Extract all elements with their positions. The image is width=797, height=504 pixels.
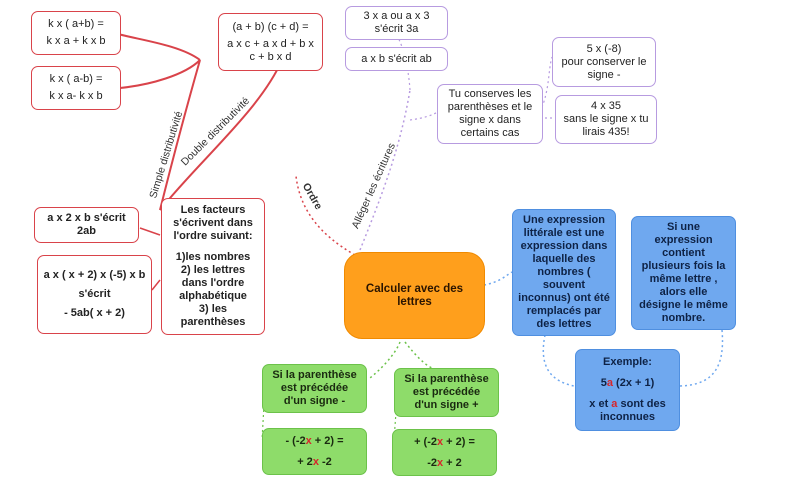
connector-simple-distributivite [159, 59, 201, 211]
connector-center-alleger [359, 89, 411, 251]
connector-double-distributivite [159, 59, 283, 211]
alleger-4x35-line1: 4 x 35 [591, 100, 621, 112]
simple-2-line1: k x ( a-b) = [49, 73, 103, 85]
exemple-moins-b: + 2) = [311, 434, 344, 447]
connector-simple-n2 [119, 59, 201, 89]
definition-1-text: Une expression littérale est une express… [518, 214, 610, 330]
alleger-parentheses[interactable]: Tu conserves les parenthèses et le signe… [437, 84, 543, 144]
alleger-4x35-line2: sans le signe x tu lirais 435! [563, 113, 649, 138]
connector-def-example-right [679, 329, 724, 387]
resultat-moins-x: x [312, 455, 319, 468]
connector-center-definition [483, 271, 513, 286]
alleger-5x-8-line1: 5 x (-8) [586, 42, 622, 55]
ordre-ex1-line1: a x 2 x b s'écrit [47, 212, 126, 224]
simple-2-line2: k x a- k x b [49, 90, 103, 102]
regle-parenthese-plus[interactable]: Si la parenthèse est précédée d'un signe… [394, 368, 499, 417]
alleger-3a[interactable]: 3 x a ou a x 3 s'écrit 3a [345, 6, 448, 40]
definition-2-text: Si une expression contient plusieurs foi… [639, 221, 728, 324]
alleger-parentheses-text: Tu conserves les parenthèses et le signe… [447, 88, 533, 139]
exemple-expr-post: (2x + 1) [612, 377, 655, 389]
connector-center-ordre [295, 175, 356, 256]
connector-alleger-n3 [409, 111, 439, 121]
resultat-moins-a: + 2 [297, 455, 313, 468]
regle-plus-text: Si la parenthèse est précédée d'un signe… [404, 373, 489, 411]
regle-parenthese-moins[interactable]: Si la parenthèse est précédée d'un signe… [262, 364, 367, 413]
exemple-moins-line2: + 2x -2 [297, 456, 332, 469]
exemple-moins-line1: - (-2x + 2) = [285, 435, 343, 448]
definition-exemple[interactable]: Exemple: 5a (2x + 1) x et a sont des inc… [575, 349, 680, 431]
central-topic-label: Calculer avec des lettres [365, 282, 464, 308]
exemple-expr-pre: 5 [600, 377, 607, 389]
definition-meme-lettre[interactable]: Si une expression contient plusieurs foi… [631, 216, 736, 330]
simple-1-line2: k x a + k x b [46, 35, 106, 47]
resultat-moins-b: -2 [318, 455, 332, 468]
alleger-3a-line2: s'écrit 3a [374, 23, 419, 35]
exemple-expr-var: a [606, 377, 613, 389]
connector-simple-n1 [117, 33, 201, 61]
alleger-5x-8-line2: pour conserver le signe - [561, 55, 647, 81]
exemple-plus-b: + 2) = [443, 435, 475, 448]
connector-ordre-ex2 [151, 279, 161, 291]
ordre-line3: 2) les lettres dans l'ordre alphabétique [179, 264, 247, 302]
simple-1-line1: k x ( a+b) = [48, 18, 104, 30]
central-topic[interactable]: Calculer avec des lettres [344, 252, 485, 339]
alleger-ab[interactable]: a x b s'écrit ab [345, 47, 448, 71]
ordre-line4: 3) les parenthèses [180, 303, 246, 328]
ordre-ex2-line3: - 5ab( x + 2) [64, 307, 125, 319]
connector-def-example-left [542, 334, 575, 387]
alleger-exemple-5x-8[interactable]: 5 x (-8) pour conserver le signe - [552, 37, 656, 87]
exemple-parenthese-moins[interactable]: - (-2x + 2) = + 2x -2 [262, 428, 367, 475]
double-distributivite[interactable]: (a + b) (c + d) = a x c + a x d + b x c … [218, 13, 323, 71]
definition-expression-litterale[interactable]: Une expression littérale est une express… [512, 209, 616, 336]
ordre-ex2-line1: a x ( x + 2) x (-5) x b [43, 269, 146, 281]
ordre-facteurs[interactable]: Les facteurs s'écrivent dans l'ordre sui… [161, 198, 265, 335]
double-line1: (a + b) (c + d) = [232, 20, 309, 33]
exemple-plus-a: + (-2 [414, 435, 437, 448]
resultat-plus-x: x [437, 456, 444, 469]
double-line2: a x c + a x d + b x c + b x d [227, 37, 314, 63]
ordre-ex1-line2: 2ab [77, 225, 96, 237]
resultat-plus-b: + 2 [443, 456, 462, 469]
ordre-ex2-line2: s'écrit [78, 288, 111, 300]
exemple-moins-a: - (-2 [285, 434, 306, 447]
simple-distributivite-1[interactable]: k x ( a+b) = k x a + k x b [31, 11, 121, 55]
regle-moins-text: Si la parenthèse est précédée d'un signe… [272, 369, 357, 407]
ordre-line2: 1)les nombres [175, 251, 251, 263]
ordre-exemple-2ab[interactable]: a x 2 x b s'écrit 2ab [34, 207, 139, 243]
exemple-title: Exemple: [603, 356, 652, 368]
exemple-plus-line1: + (-2x + 2) = [414, 436, 475, 449]
connector-center-green-right [404, 341, 433, 369]
connector-ordre-ex1 [139, 227, 161, 236]
exemple-note: x et a sont des inconnues [582, 398, 674, 424]
exemple-moins-x: x [305, 434, 312, 447]
exemple-plus-x: x [437, 435, 444, 448]
resultat-plus-a: -2 [427, 456, 437, 469]
exemple-parenthese-plus[interactable]: + (-2x + 2) = -2x + 2 [392, 429, 497, 476]
ordre-line1: Les facteurs s'écrivent dans l'ordre sui… [173, 204, 253, 242]
exemple-note-var: a [611, 398, 618, 410]
alleger-3a-line1: 3 x a ou a x 3 [363, 10, 430, 22]
ordre-exemple-5ab[interactable]: a x ( x + 2) x (-5) x b s'écrit - 5ab( x… [37, 255, 152, 334]
exemple-expression: 5a (2x + 1) [601, 377, 655, 390]
exemple-note-post: sont des inconnues [599, 398, 666, 423]
simple-distributivite-2[interactable]: k x ( a-b) = k x a- k x b [31, 66, 121, 110]
exemple-plus-line2: -2x + 2 [427, 457, 462, 470]
alleger-ab-text: a x b s'écrit ab [361, 52, 432, 65]
alleger-exemple-4x35[interactable]: 4 x 35 sans le signe x tu lirais 435! [555, 95, 657, 144]
exemple-note-pre: x et [589, 398, 612, 410]
